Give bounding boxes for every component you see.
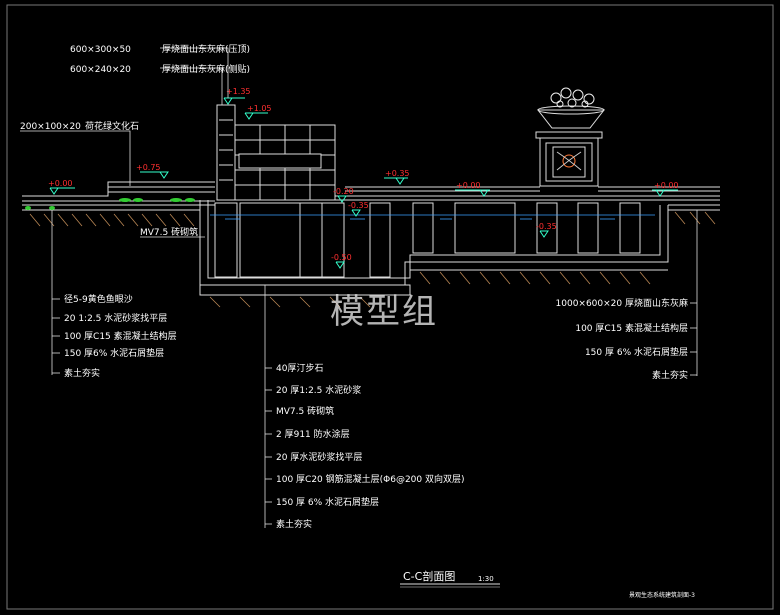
left-layer-3: 100 厚C15 素混凝土结构层 [64, 330, 177, 342]
center-layer-6: 100 厚C20 钢筋混凝土层(Φ6@200 双向双层) [276, 473, 465, 485]
callout-text-2: 厚烧面山东灰麻(侧贴) [162, 63, 250, 75]
section-scale: 1:30 [478, 575, 494, 583]
elevation-markers [49, 97, 678, 269]
wall-label: MV7.5 砖砌筑 [140, 226, 198, 238]
elev-wall-mid: +1.05 [247, 104, 272, 113]
planting-marks [25, 198, 195, 210]
flower-ornament-icon [550, 87, 595, 171]
right-layer-4: 素土夯实 [652, 369, 688, 381]
right-layer-1: 1000×600×20 厚烧面山东灰麻 [556, 297, 688, 309]
callout-left-dim: 200×100×20 [20, 122, 81, 132]
right-soil-hatch [209, 211, 716, 308]
callout-dim-1: 600×300×50 [70, 45, 131, 55]
left-layer-list: 径5-9黄色鱼眼沙 20 1:2.5 水泥砂浆找平层 100 厚C15 素混凝土… [64, 293, 177, 379]
planter-pedestal [535, 105, 606, 187]
watermark: 模型组 [330, 292, 438, 332]
section-title: C-C剖面图 [403, 569, 455, 583]
callout-text-1: 厚烧面山东灰麻(压顶) [162, 43, 250, 55]
elev-wall-top: +1.35 [226, 87, 251, 96]
left-layer-1: 径5-9黄色鱼眼沙 [64, 293, 133, 305]
callout-left-text: 荷花绿文化石 [85, 120, 139, 132]
leader-lines [20, 47, 698, 528]
left-layer-4: 150 厚6% 水泥石屑垫层 [64, 347, 164, 359]
elev-pool-edge: +0.00 [456, 181, 481, 190]
elev-walk: +0.35 [385, 169, 410, 178]
right-layer-list: 1000×600×20 厚烧面山东灰麻 100 厚C15 素混凝土结构层 150… [556, 297, 688, 381]
foundation-slab [199, 262, 668, 296]
elev-right: +0.00 [654, 181, 679, 190]
drawing-title: C-C剖面图 1:30 景观生态系统建筑剖面-3 [400, 569, 695, 599]
left-layer-5: 素土夯实 [64, 367, 100, 379]
right-layer-3: 150 厚 6% 水泥石屑垫层 [585, 346, 688, 358]
center-layer-5: 20 厚水泥砂浆找平层 [276, 451, 362, 463]
top-callouts: 600×300×50 厚烧面山东灰麻(压顶) 600×240×20 厚烧面山东灰… [20, 43, 250, 238]
elev-water: -0.20 [333, 187, 354, 196]
left-layer-2: 20 1:2.5 水泥砂浆找平层 [64, 312, 167, 324]
center-layer-3: MV7.5 砖砌筑 [276, 405, 334, 417]
center-layer-2: 20 厚1:2.5 水泥砂浆 [276, 384, 361, 396]
water-lines [210, 214, 655, 220]
raised-feature-wall [216, 104, 336, 201]
elev-stone-wall: +0.75 [136, 163, 161, 172]
right-ground [668, 204, 720, 211]
elevation-labels: +0.00 +1.35 +1.05 +0.75 +0.35 +0.00 +0.0… [48, 87, 679, 262]
pool-structure [199, 186, 720, 286]
elev-left: +0.00 [48, 179, 73, 188]
right-layer-2: 100 厚C15 素混凝土结构层 [575, 322, 688, 334]
center-layer-7: 150 厚 6% 水泥石屑垫层 [276, 496, 379, 508]
callout-dim-2: 600×240×20 [70, 65, 131, 75]
sheet-note: 景观生态系统建筑剖面-3 [629, 591, 695, 599]
center-layer-1: 40厚汀步石 [276, 363, 323, 374]
elev-pool-bottom: -0.50 [331, 253, 352, 262]
center-layer-4: 2 厚911 防水涂层 [276, 428, 350, 440]
elev-pier: -0.35 [348, 201, 369, 210]
elev-pool-right: -0.35 [536, 222, 557, 231]
left-soil-hatch [29, 213, 195, 227]
center-layer-list: 40厚汀步石 20 厚1:2.5 水泥砂浆 MV7.5 砖砌筑 2 厚911 防… [276, 363, 465, 530]
center-layer-8: 素土夯实 [276, 518, 312, 530]
